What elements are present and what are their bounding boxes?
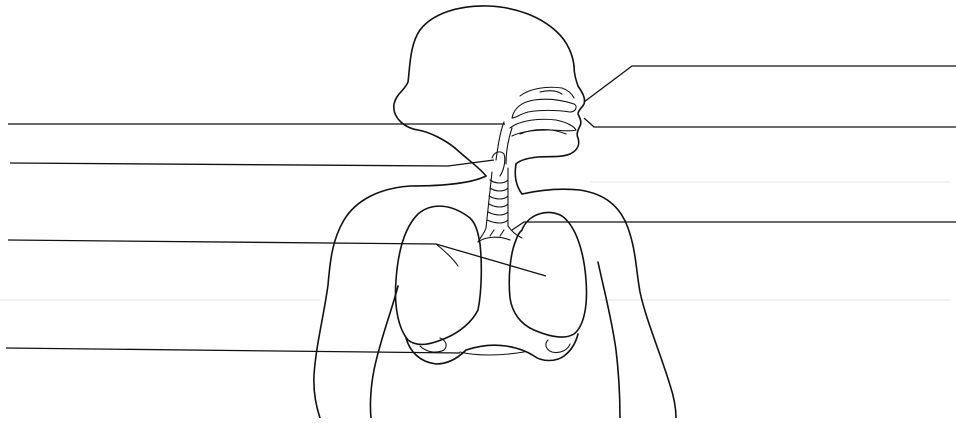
nasal-concha bbox=[540, 91, 562, 94]
trachea bbox=[486, 168, 508, 228]
arm-right-inner bbox=[598, 262, 620, 418]
neck-front bbox=[515, 164, 522, 194]
nasal-cavity bbox=[512, 99, 576, 118]
leader-line-1 bbox=[584, 66, 956, 102]
leader-line-2 bbox=[584, 118, 956, 127]
rib-base bbox=[460, 352, 524, 355]
leader-line-5 bbox=[512, 222, 956, 230]
label-leaders bbox=[6, 66, 956, 353]
face-profile bbox=[516, 66, 585, 164]
lung-right bbox=[509, 212, 586, 336]
lung-left bbox=[396, 206, 482, 344]
shoulder-right bbox=[522, 189, 676, 418]
leader-line-7 bbox=[6, 348, 460, 353]
leader-line-4 bbox=[10, 160, 494, 166]
faded-header-text bbox=[0, 2, 956, 46]
diaphragm bbox=[406, 334, 578, 364]
larynx bbox=[492, 152, 505, 176]
nasal-passage-top bbox=[520, 87, 574, 98]
leader-line-6 bbox=[8, 240, 546, 276]
